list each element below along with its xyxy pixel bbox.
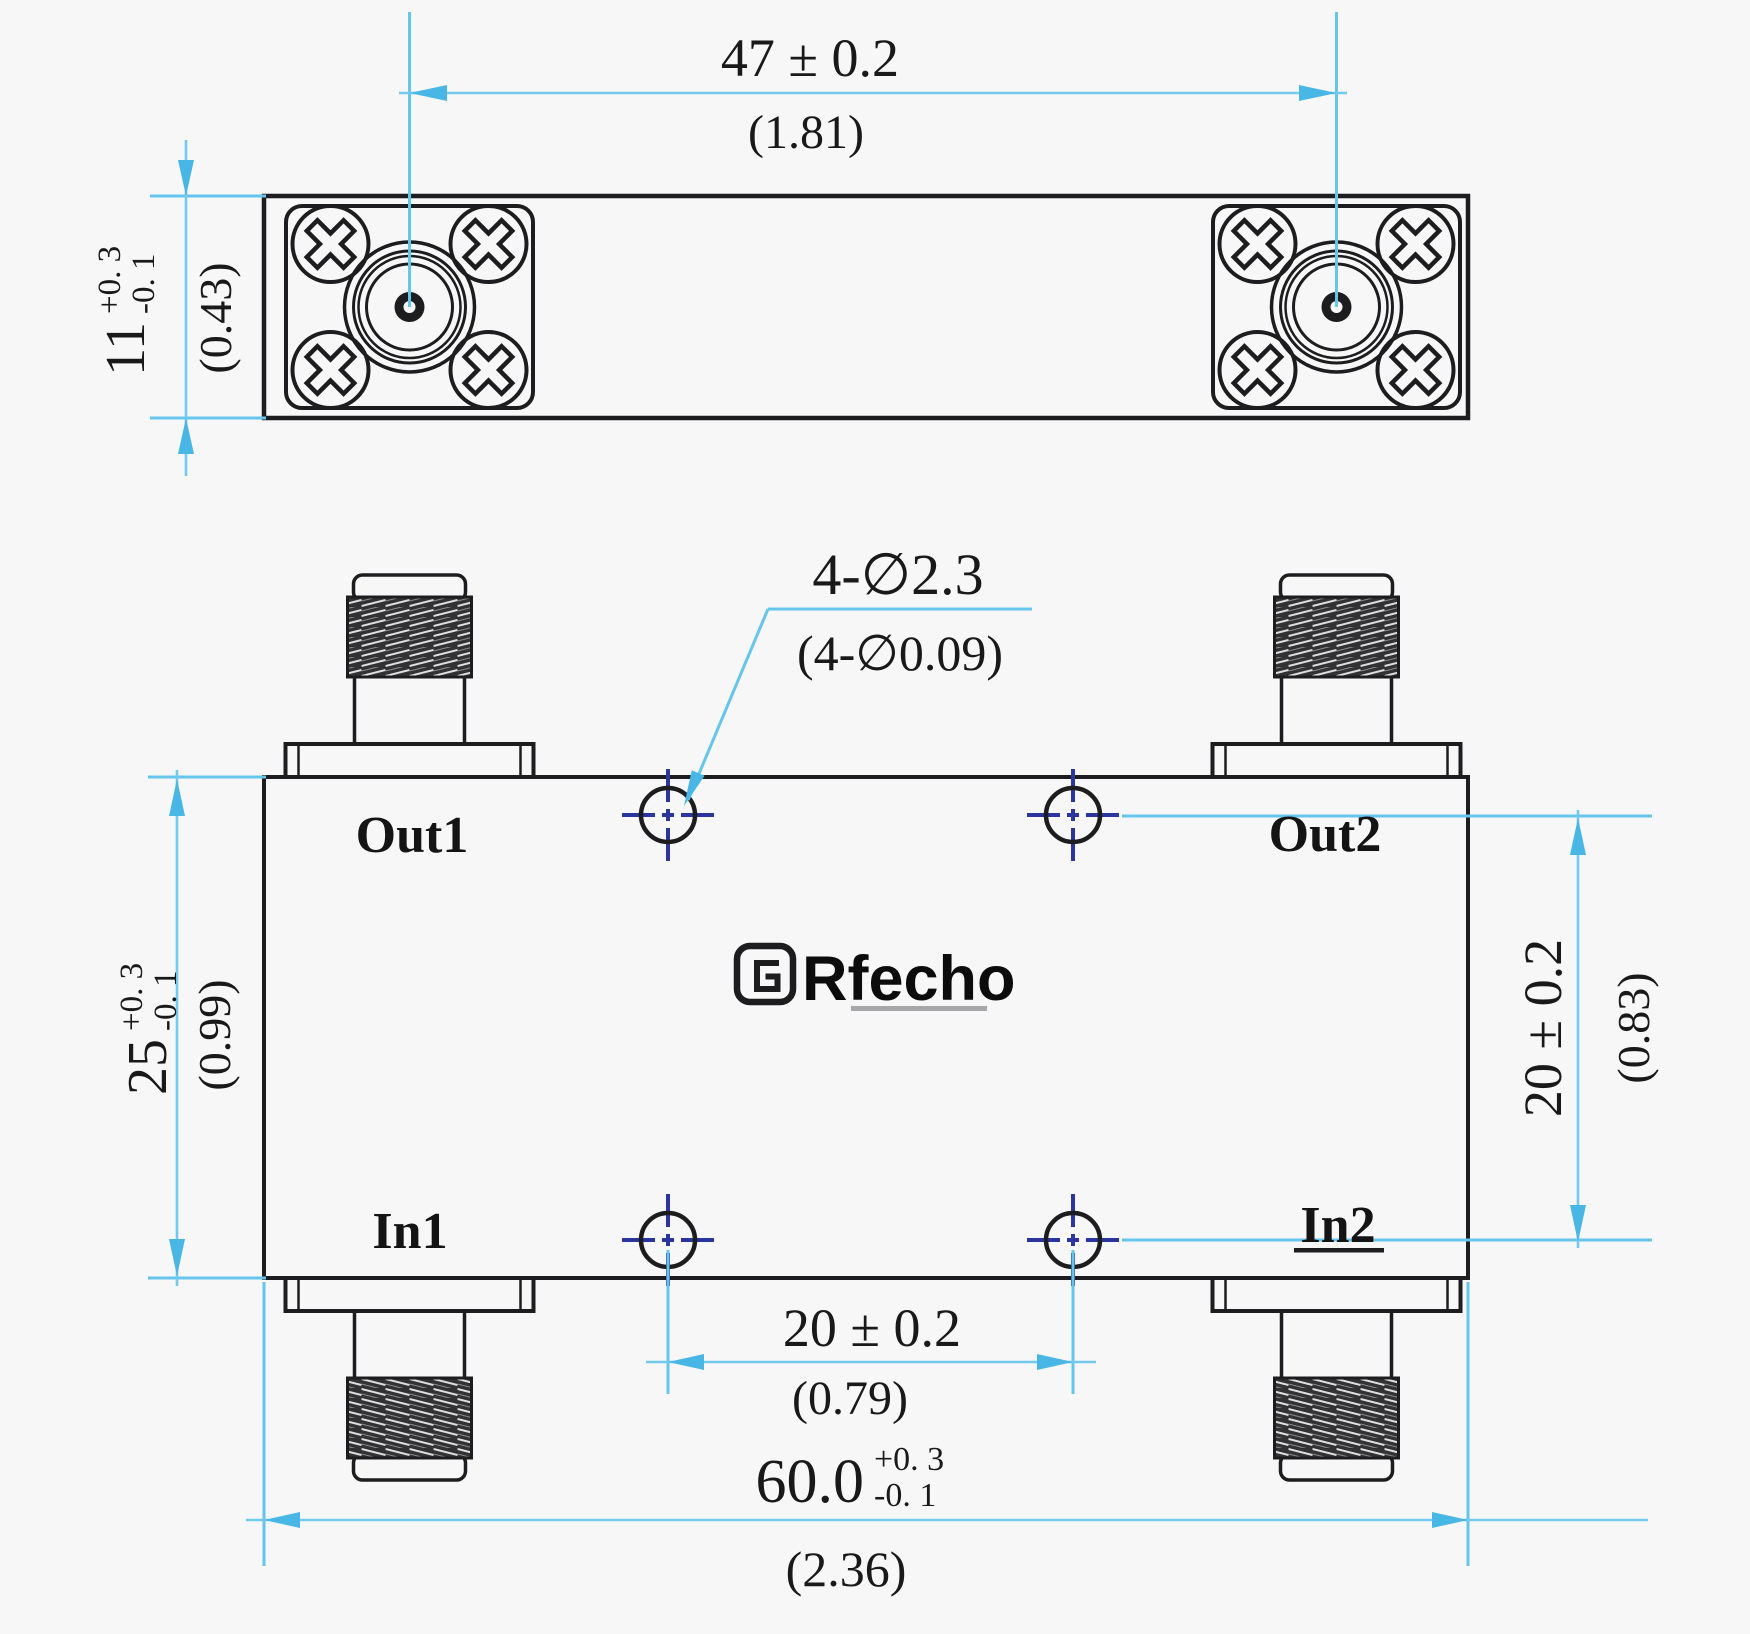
arrowhead (1037, 1354, 1073, 1370)
brand-logo: Rfecho (733, 942, 1016, 1014)
arrowhead (1432, 1512, 1468, 1528)
connector-in1 (283, 1276, 536, 1482)
arrowhead (668, 1354, 704, 1370)
port-label-out1: Out1 (356, 807, 469, 864)
dim-hole-spacing-v-inch: (0.83) (1608, 972, 1659, 1083)
dim-body-height-mm: 25 (117, 1039, 179, 1095)
dim-hole-spacing-h-mm: 20 ± 0.2 (783, 1298, 961, 1358)
top-view: 47 ± 0.2 (1.81) 11 +0. 3 -0. 1 (0.43) (92, 12, 1471, 476)
arrowhead (684, 770, 705, 806)
callout-mounting-holes: 4-∅2.3 (4-∅0.09) (684, 542, 1032, 806)
arrowhead (409, 85, 447, 101)
arrowhead (178, 418, 194, 454)
logo-text: Rfecho (802, 944, 1016, 1014)
arrowhead (264, 1512, 300, 1528)
callout-holes-inch: (4-∅0.09) (797, 625, 1003, 681)
dim-thickness: 11 +0. 3 -0. 1 (0.43) (92, 140, 266, 476)
dim-flange-spacing-inch: (1.81) (748, 106, 864, 159)
mounting-hole-top-right (1027, 769, 1119, 861)
top-view-body (261, 193, 1471, 421)
callout-holes-mm: 4-∅2.3 (812, 542, 983, 607)
dim-hole-spacing-h-inch: (0.79) (792, 1372, 908, 1425)
dim-thickness-mm: 11 (95, 322, 157, 376)
in2-underline (1294, 1248, 1384, 1253)
dim-body-height-tol-minus: -0. 1 (148, 971, 184, 1032)
dim-hole-spacing-vertical: 20 ± 0.2 (0.83) (1122, 810, 1659, 1248)
port-label-out2: Out2 (1269, 806, 1382, 863)
dim-body-width-inch: (2.36) (786, 1541, 907, 1597)
logo-icon-spiral (754, 960, 781, 992)
leader-line (686, 608, 770, 801)
dim-body-height: 25 +0. 3 -0. 1 (0.99) (114, 770, 266, 1286)
arrowhead (178, 160, 194, 196)
front-view-body (262, 775, 1470, 1280)
dim-body-height-tol-plus: +0. 3 (114, 963, 150, 1031)
port-label-in1: In1 (372, 1203, 447, 1260)
arrowhead (1570, 818, 1586, 855)
dim-body-width: 60.0 +0. 3 -0. 1 (2.36) (246, 1282, 1648, 1597)
dim-flange-spacing: 47 ± 0.2 (1.81) (399, 12, 1347, 307)
arrowhead (1299, 85, 1337, 101)
port-label-in2: In2 (1300, 1197, 1375, 1254)
logo-underline (851, 1006, 987, 1011)
dim-thickness-tol-minus: -0. 1 (126, 254, 162, 315)
dim-hole-spacing-v-mm: 20 ± 0.2 (1513, 939, 1573, 1117)
arrowhead (169, 1239, 185, 1276)
arrowhead (169, 779, 185, 816)
dim-body-width-mm: 60.0 (756, 1448, 865, 1516)
dim-body-height-inch: (0.99) (189, 979, 240, 1090)
logo-icon (733, 942, 797, 1006)
dim-thickness-inch: (0.43) (190, 262, 241, 373)
arrowhead (1570, 1205, 1586, 1242)
dim-thickness-tol-plus: +0. 3 (92, 246, 128, 314)
dim-hole-spacing-horizontal: 20 ± 0.2 (0.79) (646, 1250, 1096, 1425)
front-view: 20 ± 0.2 (0.83) Out1 Out2 In1 In2 Rfecho… (114, 542, 1659, 1597)
dim-body-width-tol-minus: -0. 1 (874, 1477, 936, 1514)
mounting-hole-top-left (622, 769, 714, 861)
connector-in2 (1210, 1276, 1463, 1482)
dim-flange-spacing-mm: 47 ± 0.2 (721, 28, 899, 88)
connector-out1 (283, 573, 536, 779)
dim-body-width-tol-plus: +0. 3 (874, 1441, 944, 1478)
connector-out2 (1210, 573, 1463, 779)
